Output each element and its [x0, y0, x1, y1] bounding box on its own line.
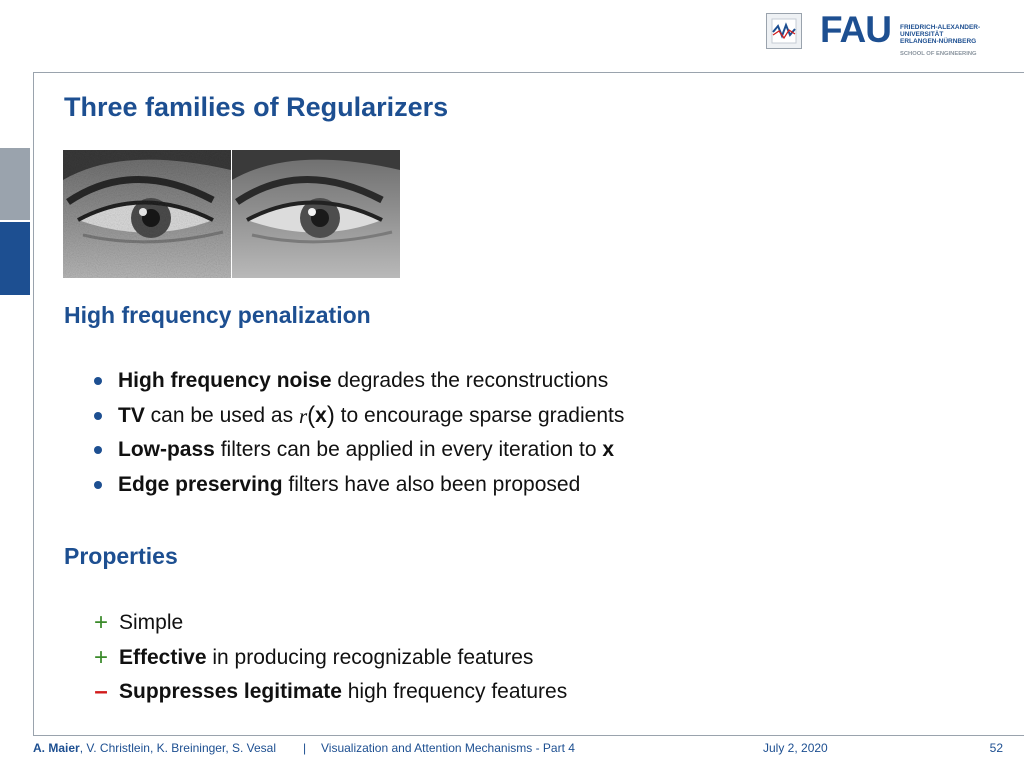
bullet-icon [94, 446, 102, 455]
eye-comparison-images [63, 150, 400, 278]
bullet-icon [94, 411, 102, 420]
bullet-icon [94, 377, 102, 386]
item-text: to encourage sparse gradients [334, 403, 625, 427]
item-text: degrades the reconstructions [331, 369, 609, 393]
university-name: FRIEDRICH-ALEXANDER- UNIVERSITÄT ERLANGE… [900, 24, 980, 45]
footer-author-main: A. Maier [33, 741, 80, 755]
wave-logo-icon [771, 18, 797, 44]
item-text: in producing recognizable features [206, 645, 534, 669]
properties-list: + Simple + Effective in producing recogn… [92, 606, 567, 710]
math-paren-close: ) [326, 401, 335, 429]
item-text: high frequency features [341, 680, 568, 704]
footer-date: July 2, 2020 [763, 741, 828, 755]
school-name: SCHOOL OF ENGINEERING [900, 51, 977, 57]
footer-page-number: 52 [989, 741, 1003, 755]
noisy-eye-image [63, 150, 231, 278]
university-line: ERLANGEN-NÜRNBERG [900, 38, 977, 45]
math-paren-open: ( [307, 401, 316, 429]
item-bold: High frequency noise [118, 369, 332, 393]
item-text: Simple [119, 611, 184, 635]
item-bold-tail: x [602, 438, 615, 462]
list-item: + Simple [92, 606, 567, 641]
plus-icon: + [93, 609, 108, 637]
item-text: filters can be applied in every iteratio… [214, 438, 603, 462]
slide-frame [33, 72, 1024, 736]
item-text: filters have also been proposed [282, 472, 581, 496]
item-text: can be used as [144, 403, 299, 427]
university-line: UNIVERSITÄT [900, 31, 944, 38]
footer-lecture-title: Visualization and Attention Mechanisms -… [321, 741, 575, 755]
section-heading-high-frequency: High frequency penalization [64, 302, 371, 328]
math-x: x [315, 403, 327, 427]
slide-title: Three families of Regularizers [64, 92, 449, 122]
institute-logo [766, 13, 802, 49]
plus-icon: + [93, 643, 108, 671]
eye-images-svg [63, 150, 400, 278]
footer-authors-rest: , V. Christlein, K. Breininger, S. Vesal [79, 741, 277, 755]
item-bold: Edge preserving [118, 472, 283, 496]
math-r: r [298, 403, 308, 428]
footer-separator: | [303, 741, 307, 755]
sidebar-marker-blue [0, 222, 30, 295]
sidebar-marker-gray [0, 148, 30, 220]
smoothed-eye-image [232, 150, 400, 278]
bullet-list: High frequency noise degrades the recons… [92, 364, 624, 502]
university-line: FRIEDRICH-ALEXANDER- [900, 24, 981, 31]
list-item: TV can be used as r(x) to encourage spar… [92, 399, 624, 434]
bullet-icon [94, 480, 102, 489]
list-item: – Suppresses legitimate high frequency f… [92, 675, 567, 710]
minus-icon: – [94, 678, 108, 706]
item-bold: Low-pass [118, 438, 215, 462]
list-item: High frequency noise degrades the recons… [92, 364, 624, 399]
footer-authors: A. Maier, V. Christlein, K. Breininger, … [33, 741, 276, 755]
section-heading-properties: Properties [64, 543, 178, 569]
list-item: Edge preserving filters have also been p… [92, 468, 624, 503]
fau-logo: FAU [820, 9, 892, 50]
list-item: Low-pass filters can be applied in every… [92, 433, 624, 468]
list-item: + Effective in producing recognizable fe… [92, 641, 567, 676]
item-bold: Suppresses legitimate [119, 680, 342, 704]
item-bold: Effective [119, 645, 207, 669]
item-bold: TV [118, 403, 145, 427]
